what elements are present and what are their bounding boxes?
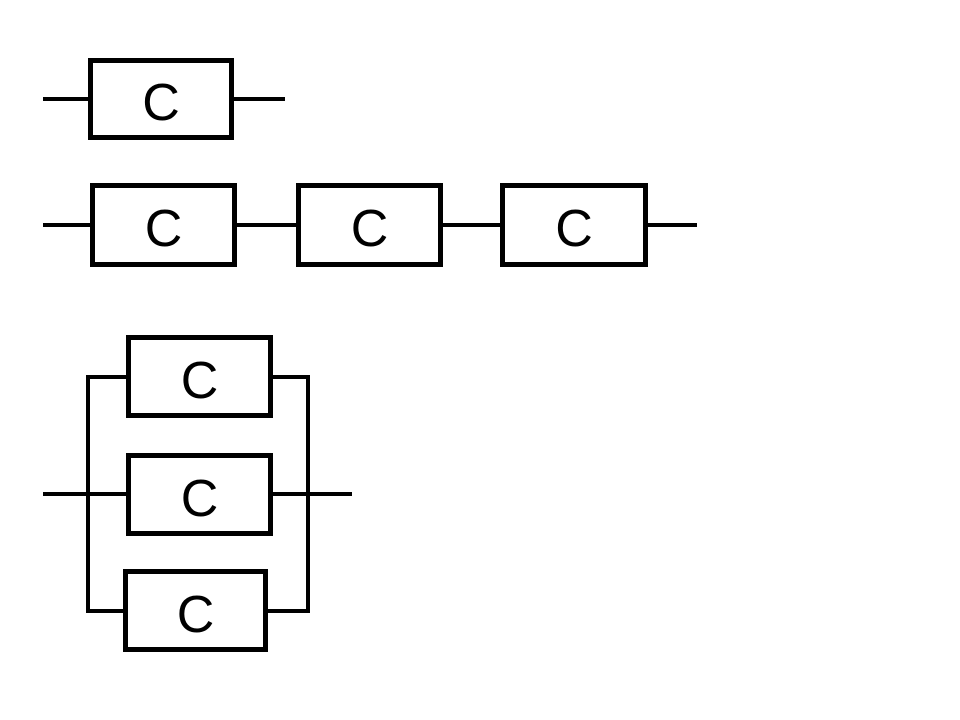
wire-connector — [443, 223, 500, 227]
component-box: C — [123, 569, 268, 652]
wire-lead-right — [648, 223, 697, 227]
wire-branch-bottom-left — [88, 609, 123, 613]
wire-lead-right — [273, 492, 352, 496]
component-label: C — [555, 200, 593, 258]
component-box: C — [500, 183, 648, 267]
component-label: C — [180, 469, 219, 528]
wire-lead-left — [43, 223, 90, 227]
wire-connector — [237, 223, 296, 227]
component-box: C — [126, 335, 273, 418]
wire-branch-top-right — [273, 375, 310, 379]
wire-branch-bottom-right — [268, 609, 310, 613]
component-box: C — [90, 183, 237, 267]
component-box: C — [88, 58, 234, 140]
component-box: C — [296, 183, 443, 267]
component-label: C — [350, 200, 389, 258]
wire-lead-left — [43, 492, 126, 496]
component-label: C — [176, 585, 215, 644]
wire-branch-top-left — [88, 375, 126, 379]
wire-rail-right — [306, 375, 310, 613]
wire-rail-left — [86, 375, 90, 613]
component-box: C — [126, 453, 273, 536]
component-label: C — [180, 351, 219, 410]
wire-lead-left — [43, 97, 88, 101]
component-label: C — [144, 200, 183, 258]
component-label: C — [142, 74, 180, 132]
wire-lead-right — [234, 97, 285, 101]
